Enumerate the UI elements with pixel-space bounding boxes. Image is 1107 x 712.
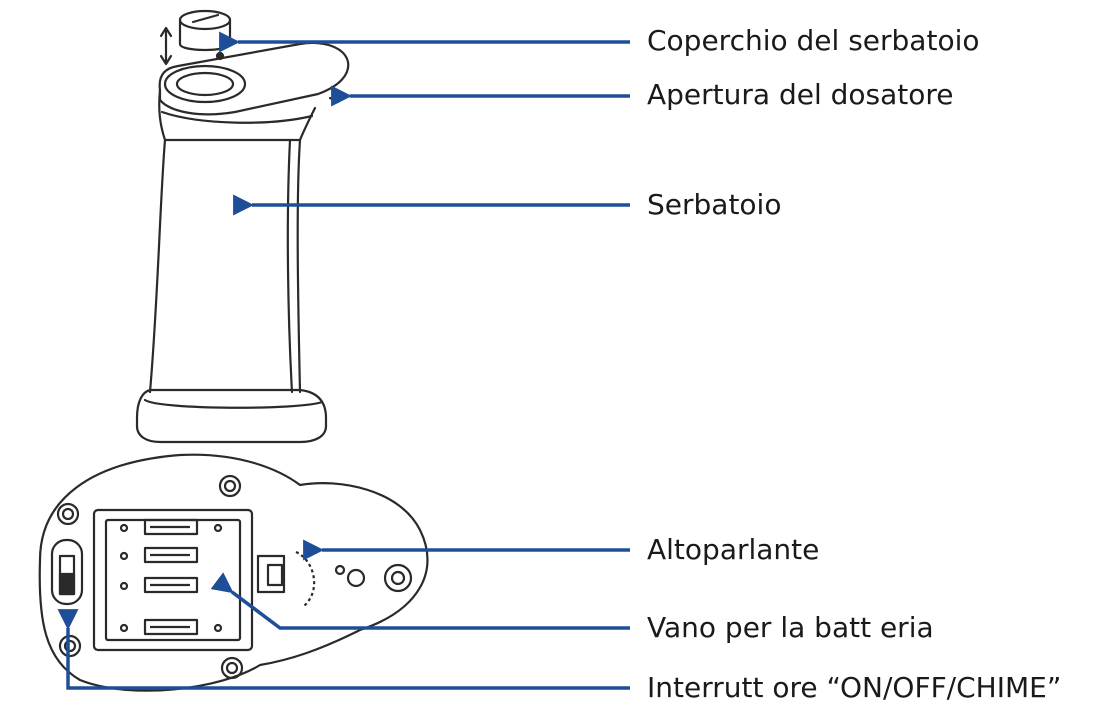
label-switch: Interrutt ore “ON/OFF/CHIME” <box>647 671 1062 704</box>
arrow-switch <box>57 609 630 690</box>
label-dispenser-opening: Apertura del dosatore <box>647 78 954 111</box>
leader-lines <box>57 31 630 690</box>
arrow-battery-compartment <box>210 572 630 630</box>
label-speaker: Altoparlante <box>647 533 820 566</box>
dispenser-bottom-view <box>38 453 429 692</box>
label-tank: Serbatoio <box>647 188 782 221</box>
label-battery-compartment: Vano per la batt eria <box>647 611 934 644</box>
dispenser-side-view <box>135 9 350 444</box>
label-tank-lid: Coperchio del serbatoio <box>647 24 980 57</box>
